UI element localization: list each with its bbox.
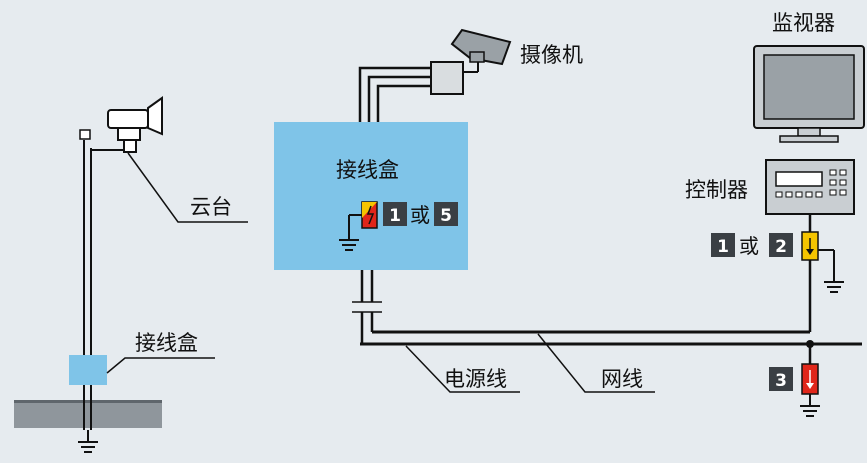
badge-ctrl-b [769, 233, 793, 257]
badge-ctrl-or: 或 [739, 234, 759, 258]
camera-icon [450, 28, 512, 73]
box-spd-icon [339, 201, 378, 251]
network-line-label: 网线 [601, 367, 643, 391]
badge-ctrl-a [711, 233, 735, 257]
badge-box-a [383, 202, 407, 226]
network-line-leader [537, 333, 655, 393]
monitor-label: 监视器 [772, 11, 835, 35]
pole-junction-box [69, 355, 107, 385]
badge-line-text: 3 [775, 371, 787, 391]
power-line-leader [405, 345, 520, 393]
pole-ground-icon [78, 430, 98, 453]
capacitor-break-icon [352, 301, 382, 313]
ground-surface-line [14, 400, 162, 403]
power-line-label: 电源线 [444, 367, 507, 391]
badge-ctrl-b-text: 2 [775, 237, 787, 257]
badge-ctrl-a-text: 1 [717, 237, 729, 257]
controller-spd-icon [801, 231, 844, 293]
ground-plane [14, 402, 162, 428]
controller-icon [765, 159, 855, 215]
pan-tilt-label: 云台 [190, 195, 232, 219]
badge-box-a-text: 1 [389, 206, 401, 226]
monitor-icon [753, 45, 865, 143]
badge-box-b-text: 5 [440, 206, 452, 226]
pole-junction-leader [106, 357, 215, 374]
main-junction-box-label: 接线盒 [336, 158, 399, 182]
badge-box-or: 或 [410, 203, 430, 227]
pan-tilt-camera-icon [107, 96, 163, 153]
main-junction-box [274, 122, 468, 270]
box-bottom-cable [360, 270, 374, 344]
pan-tilt-leader [127, 152, 248, 223]
camera-label: 摄像机 [520, 43, 583, 67]
camera-mount-box [430, 61, 464, 95]
badge-box-b [434, 202, 458, 226]
pole-cap [79, 129, 91, 140]
controller-label: 控制器 [685, 178, 748, 202]
line-spd-icon [800, 363, 820, 417]
camera-cable [358, 66, 433, 122]
pole-junction-box-label: 接线盒 [135, 331, 198, 355]
badge-line [769, 367, 793, 391]
